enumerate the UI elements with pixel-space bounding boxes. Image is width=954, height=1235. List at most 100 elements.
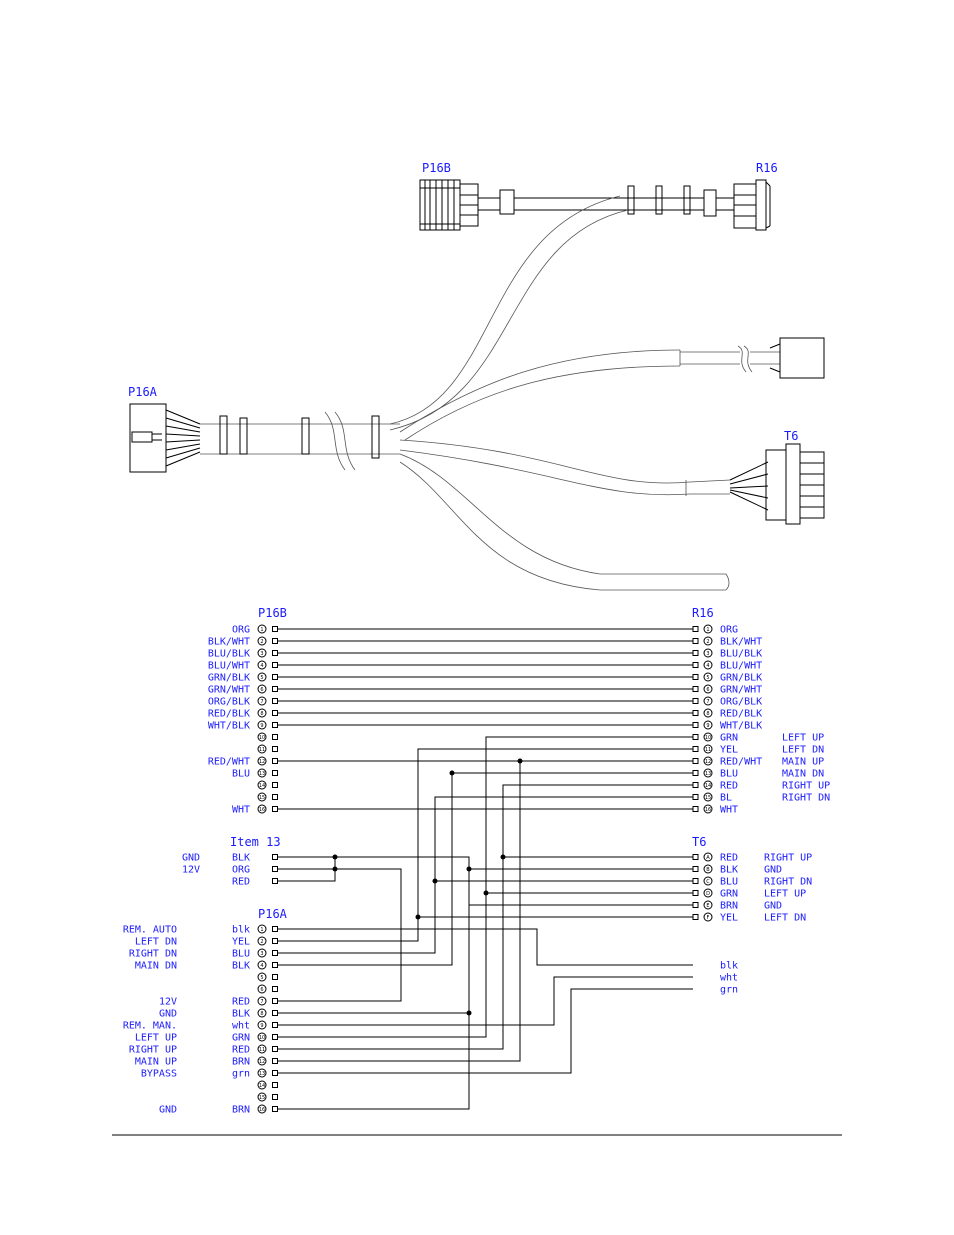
p16a-pin-11-number: 11 <box>259 1047 265 1053</box>
r16-pin-9-number: 9 <box>706 723 709 729</box>
p16b-pin-14-ring <box>257 780 267 790</box>
p16b-pin-14-number: 14 <box>259 783 265 789</box>
plug-box <box>779 337 825 379</box>
p16a-wire-color: BRN <box>232 1105 250 1116</box>
p16a-pin-15-terminal <box>272 1094 278 1100</box>
p16a-pin-5-ring <box>257 972 267 982</box>
r16-wire-color: BL <box>720 793 732 804</box>
p16a-pin-4-terminal <box>272 962 278 968</box>
r16-pin-7-number: 7 <box>706 699 709 705</box>
p16a-pin-16-terminal <box>272 1106 278 1112</box>
r16-pin-9-ring <box>703 720 713 730</box>
p16a-pin-9-number: 9 <box>260 1023 263 1029</box>
p16b-pin-2-ring <box>257 636 267 646</box>
r16-pin-13-number: 13 <box>705 771 711 777</box>
p16a-pin-10-ring <box>257 1032 267 1042</box>
sch-header-t6: T6 <box>692 835 706 849</box>
r16-pin-12-terminal <box>692 758 699 764</box>
p16a-wire-color: GRN <box>232 1033 250 1044</box>
p16a-function: REM. AUTO <box>123 925 177 936</box>
p16b-wire-color: BLU <box>232 769 250 780</box>
p16b-wire-color: GRN/BLK <box>208 673 250 684</box>
sch-header-p16b: P16B <box>258 606 287 620</box>
p16b-pin-11-terminal <box>272 746 278 752</box>
p16a-pin-6-number: 6 <box>260 987 263 993</box>
p16a-pin-7-number: 7 <box>260 999 263 1005</box>
t6-function: RIGHT DN <box>764 877 812 888</box>
p16a-pin-10-terminal <box>272 1034 278 1040</box>
r16-pin-4-ring <box>703 660 713 670</box>
p16b-pin-2-terminal <box>272 638 278 644</box>
r16-wire-color: WHT <box>720 805 738 816</box>
p16a-pin-5-terminal <box>272 974 278 980</box>
r16-wire-color: GRN/BLK <box>720 673 762 684</box>
p16a-pin-12-terminal <box>272 1058 278 1064</box>
sch-header-item13: Item 13 <box>230 835 281 849</box>
p16a-pin-1-ring <box>257 924 267 934</box>
p16b-pin-4-number: 4 <box>260 663 263 669</box>
t6-function: LEFT UP <box>764 889 806 900</box>
p16a-wire-color: RED <box>232 997 250 1008</box>
t6-wire-color: BLK <box>720 865 738 876</box>
r16-wire-color: RED/WHT <box>720 757 762 768</box>
p16a-pin-2-number: 2 <box>260 939 263 945</box>
r16-wire-color: BLU/WHT <box>720 661 762 672</box>
t6-pin-E-ring <box>703 900 713 910</box>
t6-pin-C-terminal <box>692 878 699 884</box>
p16a-pin-10-number: 10 <box>259 1035 265 1041</box>
r16-wire-color: RED <box>720 781 738 792</box>
t6-pin-B-terminal <box>692 866 699 872</box>
p16a-pin-2-ring <box>257 936 267 946</box>
r16-pin-2-number: 2 <box>706 639 709 645</box>
p16a-pin-16-number: 16 <box>259 1107 265 1113</box>
r16-pin-2-ring <box>703 636 713 646</box>
p16b-pin-7-terminal <box>272 698 278 704</box>
p16a-pin-7-ring <box>257 996 267 1006</box>
p16b-pin-11-number: 11 <box>259 747 265 753</box>
p16b-pin-9-number: 9 <box>260 723 263 729</box>
p16a-pin-12-number: 12 <box>259 1059 265 1065</box>
illus-label-r16: R16 <box>756 161 778 175</box>
p16b-pin-12-number: 12 <box>259 759 265 765</box>
p16a-pin-5-number: 5 <box>260 975 263 981</box>
item13-terminal <box>272 866 278 872</box>
p16b-pin-8-terminal <box>272 710 278 716</box>
r16-pin-7-ring <box>703 696 713 706</box>
t6-wire-color: YEL <box>720 913 738 924</box>
r16-pin-1-terminal <box>692 626 699 632</box>
r16-pin-16-terminal <box>692 806 699 812</box>
r16-pin-2-terminal <box>692 638 699 644</box>
r16-wire-color: YEL <box>720 745 738 756</box>
r16-pin-16-number: 16 <box>705 807 711 813</box>
p16a-pin-13-terminal <box>272 1070 278 1076</box>
p16a-function: GND <box>159 1009 177 1020</box>
r16-pin-14-number: 14 <box>705 783 711 789</box>
t6-pin-B-ring <box>703 864 713 874</box>
p16a-wire-color: BLK <box>232 1009 250 1020</box>
r16-pin-1-number: 1 <box>706 627 709 633</box>
r16-pin-8-terminal <box>692 710 699 716</box>
p16a-function: BYPASS <box>141 1069 177 1080</box>
p16a-pin-12-ring <box>257 1056 267 1066</box>
t6-pin-A-letter: A <box>706 855 710 861</box>
p16b-wire-color: ORG/BLK <box>208 697 250 708</box>
r16-pin-5-number: 5 <box>706 675 709 681</box>
p16a-function: REM. MAN. <box>123 1021 177 1032</box>
p16a-pin-2-terminal <box>272 938 278 944</box>
p16a-pin-3-terminal <box>272 950 278 956</box>
p16a-pin-7-terminal <box>272 998 278 1004</box>
p16b-pin-15-terminal <box>272 794 278 800</box>
p16b-pin-9-ring <box>257 720 267 730</box>
p16b-pin-16-terminal <box>272 806 278 812</box>
p16b-pin-7-number: 7 <box>260 699 263 705</box>
r16-wire-color: BLU/BLK <box>720 649 762 660</box>
p16a-pin-3-ring <box>257 948 267 958</box>
p16a-pin-9-ring <box>257 1020 267 1030</box>
p16a-wire-color: BLU <box>232 949 250 960</box>
r16-pin-4-number: 4 <box>706 663 709 669</box>
p16a-function: RIGHT DN <box>129 949 177 960</box>
r16-function: MAIN UP <box>782 757 824 768</box>
r16-pin-12-number: 12 <box>705 759 711 765</box>
p16b-pin-4-terminal <box>272 662 278 668</box>
